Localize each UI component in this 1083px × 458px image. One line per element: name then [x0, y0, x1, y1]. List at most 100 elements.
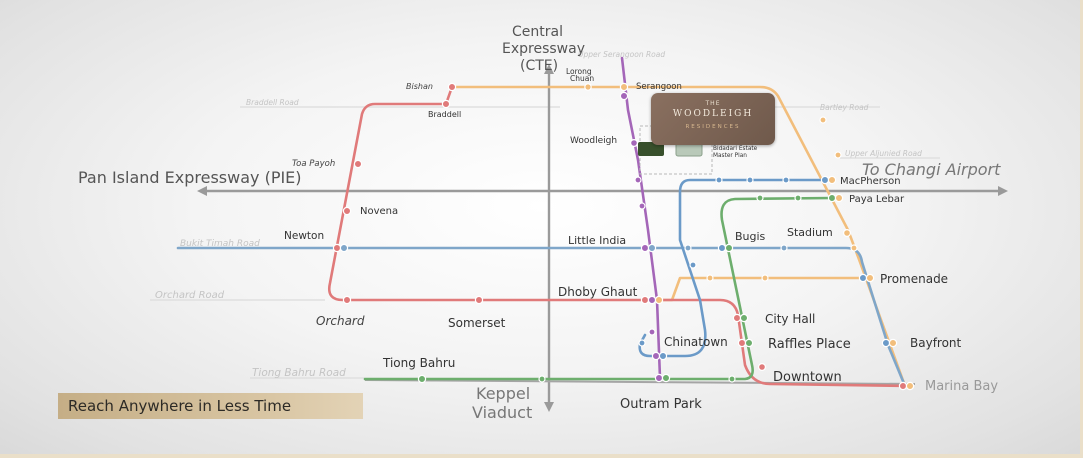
little-india-label: Little India: [568, 234, 626, 247]
woodleigh-residences-logo: THE WOODLEIGH RESIDENCES: [651, 93, 775, 145]
somerset-marker: [474, 295, 484, 305]
bencoolen-marker: [689, 261, 697, 269]
promenade-label: Promenade: [880, 272, 948, 286]
lorong-label-1: Lorong: [566, 67, 592, 76]
downtown-line: [638, 178, 827, 358]
esplanade-marker: [761, 274, 769, 282]
bartley-road-label: Bartley Road: [820, 103, 869, 112]
lorong-label-2: Chuan: [570, 74, 594, 83]
logo-the: THE: [705, 100, 721, 107]
tiong-bahru-marker: [417, 374, 427, 384]
somerset-label: Somerset: [448, 316, 506, 330]
bukit-timah-label: Bukit Timah Road: [180, 239, 260, 249]
lorong-chuan-marker: [584, 83, 592, 91]
expressways: [197, 64, 1008, 412]
outram-park-label: Outram Park: [620, 397, 702, 412]
mattar-marker: [782, 176, 790, 184]
paya-lebar-marker-ew: [827, 193, 837, 203]
labels-layer: Central Expressway (CTE) Pan Island Expr…: [78, 24, 1001, 422]
little-india-marker-ne: [640, 243, 650, 253]
city-hall-marker-ew: [739, 313, 749, 323]
cte-arrowhead-down: [544, 402, 554, 412]
bayfront-marker-cc: [888, 338, 898, 348]
stadium-marker: [842, 229, 851, 238]
paya-lebar-marker-cc: [834, 193, 844, 203]
clarke-quay-marker: [648, 328, 656, 336]
telok-ayer-marker: [638, 339, 646, 347]
downtown-label: Downtown: [773, 370, 842, 385]
tagline-text: Reach Anywhere in Less Time: [68, 397, 292, 415]
raffles-place-marker-ew: [744, 338, 754, 348]
macpherson-marker-dt: [820, 175, 830, 185]
newton-marker-ns: [332, 243, 342, 253]
chinatown-marker-dt: [658, 351, 668, 361]
toa-payoh-label: Toa Payoh: [292, 159, 335, 169]
right-border: [1080, 0, 1083, 458]
dhoby-ghaut-marker-ne: [647, 295, 657, 305]
woodleigh-site: [638, 142, 664, 156]
dhoby-ghaut-label: Dhoby Ghaut: [558, 285, 638, 299]
little-india-marker-dt: [647, 243, 657, 253]
marina-bay-label: Marina Bay: [925, 379, 998, 394]
newton-label: Newton: [284, 230, 324, 242]
promenade-marker-dt: [858, 273, 868, 283]
marina-bay-marker-ns: [898, 381, 908, 391]
changi-label: To Changi Airport: [862, 160, 1001, 179]
bendemeer-marker: [715, 176, 723, 184]
dhoby-ghaut-marker-ns: [640, 295, 650, 305]
downtown-marker: [757, 363, 766, 372]
bottom-border: [0, 454, 1083, 458]
orchard-road-label: Orchard Road: [155, 290, 225, 301]
city-hall-marker-ns: [732, 313, 742, 323]
north-south-line: [328, 85, 912, 388]
pie-arrowhead-left: [197, 186, 207, 196]
macpherson-marker-cc: [827, 175, 837, 185]
kallang-marker: [794, 194, 802, 202]
north-east-line: [620, 56, 662, 380]
serangoon-marker-ne: [619, 91, 629, 101]
east-west-line: [176, 246, 907, 388]
bayfront-marker-dt: [881, 338, 891, 348]
cte-label-2: Expressway: [502, 41, 585, 57]
upper-aljunied-label: Upper Aljunied Road: [845, 149, 922, 158]
novena-label: Novena: [360, 206, 398, 217]
logo-name: WOODLEIGH: [672, 109, 754, 119]
bishan-label: Bishan: [406, 82, 433, 91]
paya-lebar-label: Paya Lebar: [849, 194, 905, 205]
rochor-marker: [684, 244, 692, 252]
jalan-besar-marker: [780, 244, 788, 252]
bugis-marker-ew: [724, 243, 734, 253]
braddell-marker: [441, 99, 451, 109]
bras-basah-marker: [706, 274, 714, 282]
keppel-viaduct-line: [364, 379, 916, 385]
green-line: [363, 196, 834, 381]
braddell-road-label: Braddell Road: [246, 98, 299, 107]
station-markers: [332, 82, 915, 391]
macpherson-label: MacPherson: [840, 176, 901, 187]
pie-arrowhead-right: [998, 186, 1008, 196]
tanjong-pagar-marker: [728, 375, 736, 383]
circle-line: [450, 85, 907, 388]
tagline-banner: Reach Anywhere in Less Time: [58, 393, 363, 419]
stadium-label: Stadium: [787, 226, 833, 239]
bugis-label: Bugis: [735, 230, 766, 243]
woodleigh-marker: [629, 139, 638, 148]
bugis-marker-dt: [717, 243, 727, 253]
serangoon-marker-cc: [619, 82, 629, 92]
aljunied-marker: [756, 194, 764, 202]
orchard-marker: [342, 295, 352, 305]
orchard-label: Orchard: [316, 314, 365, 328]
city-hall-label: City Hall: [765, 312, 815, 326]
toa-payoh-marker: [353, 159, 363, 169]
novena-marker: [342, 206, 352, 216]
potong-pasir-marker: [634, 176, 642, 184]
woodleigh-label: Woodleigh: [570, 136, 617, 146]
bidadari-label-1: Bidadari Estate: [713, 146, 758, 152]
braddell-label: Braddell: [428, 110, 461, 119]
geylang-bahru-marker: [746, 176, 754, 184]
redhill-marker: [538, 375, 546, 383]
raffles-place-label: Raffles Place: [768, 337, 851, 352]
outram-marker-ne: [654, 373, 664, 383]
chinatown-marker-ne: [651, 351, 661, 361]
